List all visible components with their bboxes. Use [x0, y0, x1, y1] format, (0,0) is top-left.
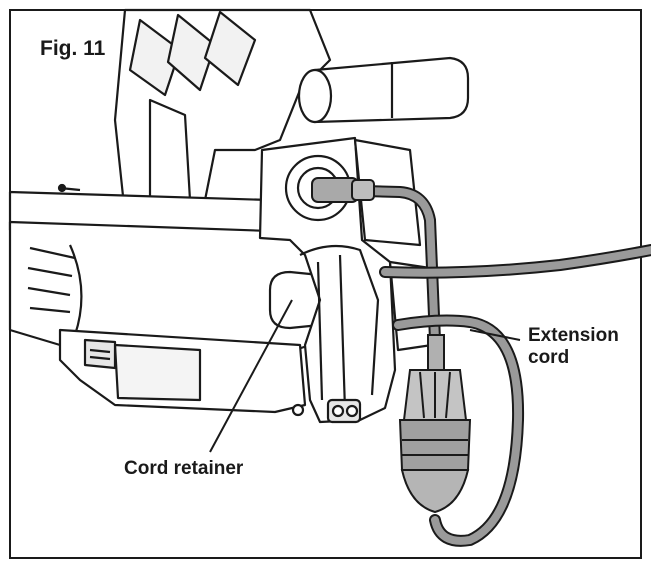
cord-retainer-callout: Cord retainer	[124, 458, 244, 479]
figure-label: Fig. 11	[40, 37, 106, 60]
extension-cord-leader	[469, 329, 521, 341]
plug-head	[311, 177, 375, 203]
extension-cord-callout: Extension cord	[528, 325, 619, 368]
cord-connector	[398, 334, 472, 514]
tool-housing	[113, 8, 332, 232]
extension-cord	[324, 184, 651, 547]
rear-knob	[297, 56, 470, 124]
cord-retainer-leader	[209, 299, 293, 453]
